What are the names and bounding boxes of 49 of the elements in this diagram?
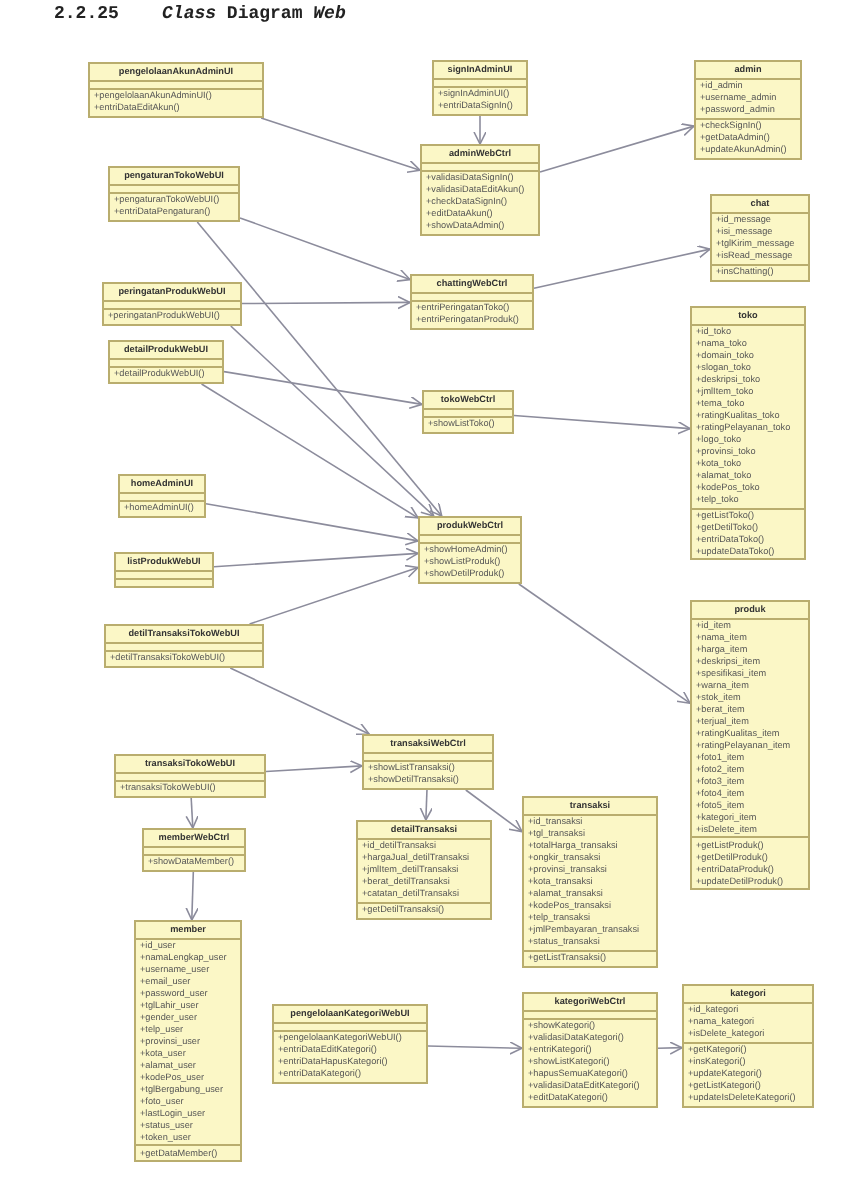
arrow [196, 221, 443, 517]
arrow [539, 123, 695, 173]
class-box [682, 984, 814, 1108]
class-box [114, 754, 266, 798]
arrow [229, 667, 370, 736]
class-box [420, 144, 540, 236]
class-box [690, 600, 810, 891]
class-box [134, 920, 242, 1163]
arrow [513, 414, 691, 435]
class-box [88, 62, 264, 118]
arrow [241, 295, 411, 310]
arrow [200, 383, 419, 519]
arrow [465, 789, 523, 833]
section-title: 2.2.25 Class Diagram Web [54, 4, 346, 24]
arrow [260, 117, 421, 173]
class-box [114, 552, 214, 588]
class-box [102, 282, 242, 326]
arrow [185, 797, 199, 829]
class-box [142, 828, 246, 872]
arrow [205, 502, 419, 546]
arrow [223, 370, 423, 410]
class-box [104, 624, 264, 668]
class-box [108, 340, 224, 384]
class-box [418, 516, 522, 584]
class-box [690, 306, 806, 561]
arrow [239, 217, 411, 282]
arrow [473, 115, 487, 145]
arrow [657, 1041, 683, 1055]
class-box [422, 390, 514, 434]
class-box [272, 1004, 428, 1084]
class-box [522, 796, 658, 968]
class-box [108, 166, 240, 222]
arrow [248, 564, 419, 625]
class-box [362, 734, 494, 790]
arrow [213, 547, 419, 568]
class-box [118, 474, 206, 518]
arrow [518, 583, 691, 704]
arrow [533, 245, 711, 290]
arrow [419, 789, 434, 821]
arrow [185, 871, 199, 921]
arrow [427, 1041, 523, 1055]
arrow [265, 759, 363, 774]
arrow [230, 325, 435, 517]
class-box [522, 992, 658, 1108]
class-box [356, 820, 492, 920]
class-box [410, 274, 534, 330]
class-box [710, 194, 810, 282]
class-box [694, 60, 802, 160]
class-box [432, 60, 528, 116]
